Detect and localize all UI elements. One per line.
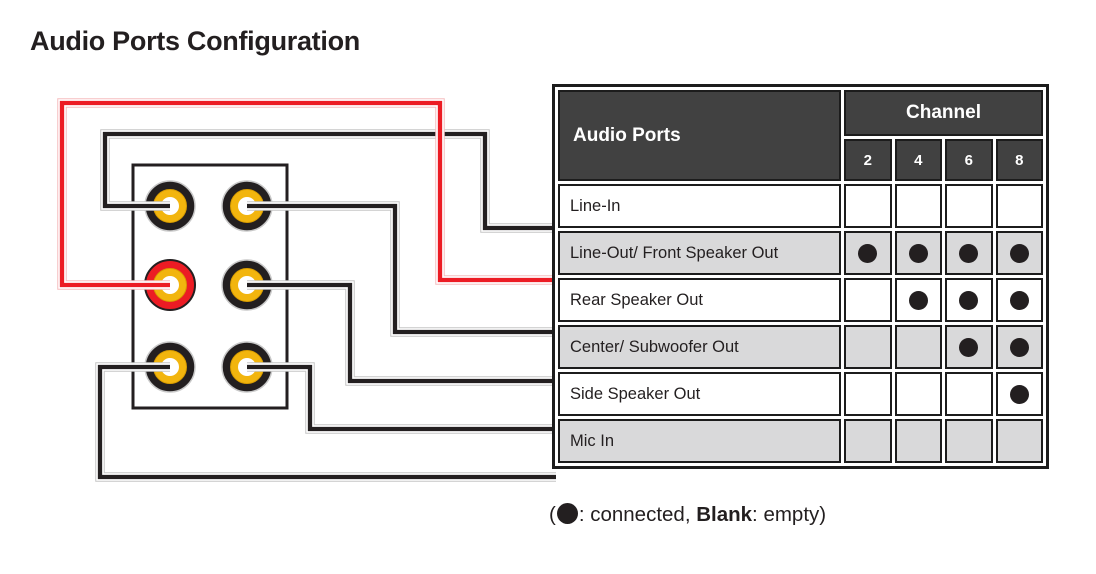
channel-cell-empty bbox=[844, 325, 892, 369]
channel-cell-empty bbox=[844, 419, 892, 463]
wire-line-in bbox=[100, 129, 556, 233]
channel-cell-empty bbox=[894, 184, 942, 228]
channel-cell-empty bbox=[844, 184, 892, 228]
channel-cell-connected bbox=[995, 278, 1043, 322]
legend-empty-text: : empty bbox=[752, 503, 820, 526]
wire-rear-speaker-out bbox=[247, 201, 556, 337]
connected-dot-icon bbox=[556, 503, 578, 524]
table-legend: ( : connected, Blank: empty) bbox=[549, 503, 826, 527]
channel-cell-empty bbox=[945, 372, 993, 416]
connected-dot-icon bbox=[858, 243, 878, 263]
table-row: Mic In bbox=[558, 419, 1043, 463]
legend-blank-text: Blank bbox=[696, 503, 753, 526]
wire-side-speaker-out bbox=[247, 362, 556, 434]
connected-dot-icon bbox=[1009, 290, 1029, 310]
connected-dot-icon bbox=[1009, 384, 1029, 404]
table-row: Line-In bbox=[558, 184, 1043, 228]
page-title: Audio Ports Configuration bbox=[30, 26, 360, 56]
wire-center-subwoofer-out bbox=[247, 280, 556, 386]
channel-cell-connected bbox=[945, 325, 993, 369]
channel-numbers-row: 2 4 6 8 bbox=[558, 139, 1043, 181]
table-row: Rear Speaker Out bbox=[558, 278, 1043, 322]
connected-dot-icon bbox=[959, 337, 979, 357]
channel-cell-connected bbox=[894, 278, 942, 322]
channel-2-header: 2 bbox=[844, 139, 892, 181]
channel-cell-empty bbox=[894, 419, 942, 463]
legend-open-paren: ( bbox=[549, 503, 556, 526]
connected-dot-icon bbox=[959, 243, 979, 263]
connected-dot-icon bbox=[959, 290, 979, 310]
channel-cell-empty bbox=[894, 325, 942, 369]
channel-cell-empty bbox=[945, 184, 993, 228]
connected-dot-icon bbox=[908, 290, 928, 310]
connected-dot-icon bbox=[908, 243, 928, 263]
channel-column-header: Channel bbox=[844, 90, 1043, 136]
row-label: Line-Out/ Front Speaker Out bbox=[558, 231, 841, 275]
connected-dot-icon bbox=[1009, 243, 1029, 263]
channel-cell-connected bbox=[945, 278, 993, 322]
connected-dot-icon bbox=[1009, 337, 1029, 357]
channel-cell-empty bbox=[995, 184, 1043, 228]
channel-cell-connected bbox=[995, 231, 1043, 275]
channel-cell-connected bbox=[894, 231, 942, 275]
channel-cell-connected bbox=[995, 325, 1043, 369]
channel-6-header: 6 bbox=[945, 139, 993, 181]
table-row: Center/ Subwoofer Out bbox=[558, 325, 1043, 369]
table-row: Side Speaker Out bbox=[558, 372, 1043, 416]
legend-connected-text: : connected, bbox=[578, 503, 697, 526]
wire-line-out bbox=[57, 98, 556, 290]
channel-cell-empty bbox=[844, 278, 892, 322]
channel-cell-empty bbox=[894, 372, 942, 416]
row-label: Center/ Subwoofer Out bbox=[558, 325, 841, 369]
channel-cell-connected bbox=[844, 231, 892, 275]
row-label: Mic In bbox=[558, 419, 841, 463]
channel-cell-empty bbox=[995, 419, 1043, 463]
channel-4-header: 4 bbox=[894, 139, 942, 181]
row-label: Rear Speaker Out bbox=[558, 278, 841, 322]
channel-cell-connected bbox=[945, 231, 993, 275]
table-row: Line-Out/ Front Speaker Out bbox=[558, 231, 1043, 275]
channel-cell-connected bbox=[995, 372, 1043, 416]
channel-8-header: 8 bbox=[995, 139, 1043, 181]
row-label: Side Speaker Out bbox=[558, 372, 841, 416]
wire-mic-in bbox=[95, 362, 556, 482]
channel-cell-empty bbox=[844, 372, 892, 416]
legend-close-paren: ) bbox=[819, 503, 827, 526]
audio-ports-column-header: Audio Ports bbox=[558, 90, 841, 181]
channel-cell-empty bbox=[945, 419, 993, 463]
row-label: Line-In bbox=[558, 184, 841, 228]
